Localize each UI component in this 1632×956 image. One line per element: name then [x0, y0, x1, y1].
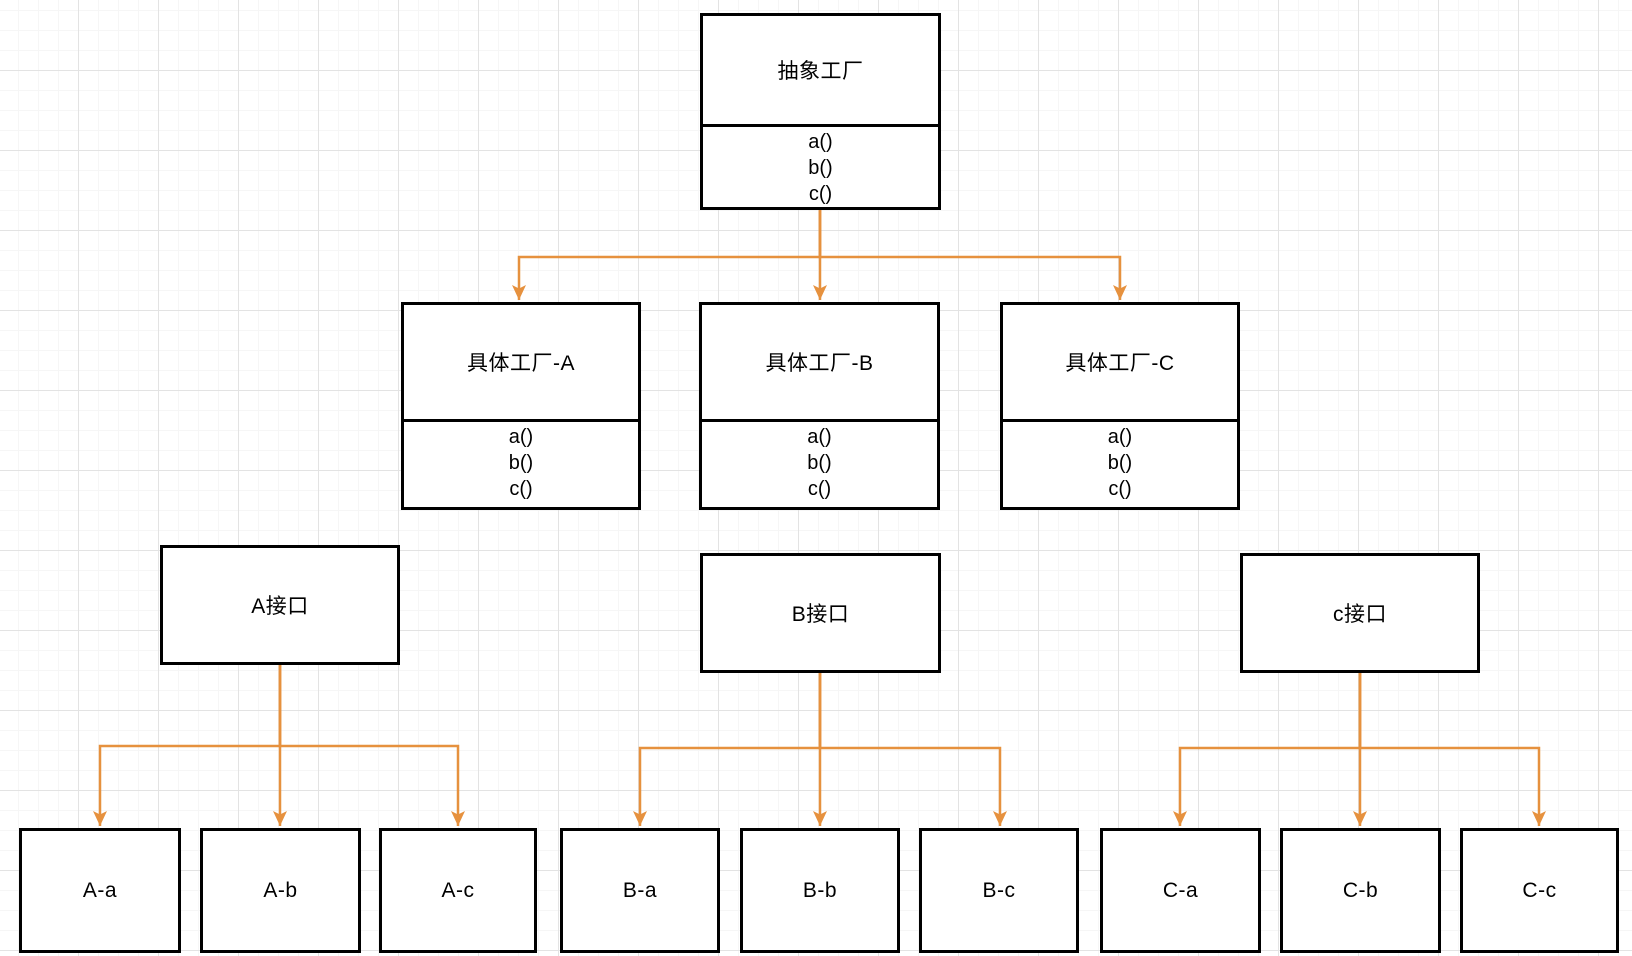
node-factory-a-methods: a() b() c()	[404, 422, 638, 507]
node-interface-b[interactable]: B接口	[700, 553, 941, 673]
edge-interface-c-to-cc	[1358, 673, 1546, 826]
node-product-b-a[interactable]: B-a	[560, 828, 720, 953]
edge-interface-b-to-ba	[633, 673, 822, 826]
method-label: a()	[807, 426, 832, 448]
node-factory-c-label: 具体工厂-C	[1003, 305, 1237, 422]
node-product-b-b[interactable]: B-b	[740, 828, 900, 953]
node-product-label: A-b	[263, 878, 298, 902]
node-factory-a[interactable]: 具体工厂-A a() b() c()	[401, 302, 641, 510]
node-product-label: B-c	[982, 878, 1016, 902]
node-product-c-b[interactable]: C-b	[1280, 828, 1441, 953]
node-interface-a-label: A接口	[251, 595, 309, 618]
node-product-a-c[interactable]: A-c	[379, 828, 537, 953]
node-product-label: A-a	[82, 878, 118, 902]
node-product-label: C-a	[1162, 878, 1199, 902]
node-interface-b-label: B接口	[791, 603, 850, 626]
method-label: c()	[808, 183, 833, 205]
method-label: b()	[808, 157, 833, 179]
method-label: c()	[509, 478, 533, 500]
node-abstract-factory-methods: a() b() c()	[703, 127, 938, 207]
node-factory-c-methods: a() b() c()	[1003, 422, 1237, 507]
node-product-c-c[interactable]: C-c	[1460, 828, 1619, 953]
edge-interface-a-to-aa	[93, 665, 282, 826]
node-factory-b-label: 具体工厂-B	[702, 305, 937, 422]
node-product-label: C-c	[1522, 878, 1557, 902]
node-factory-c[interactable]: 具体工厂-C a() b() c()	[1000, 302, 1240, 510]
node-factory-b[interactable]: 具体工厂-B a() b() c()	[699, 302, 940, 510]
node-factory-a-label: 具体工厂-A	[404, 305, 638, 422]
node-interface-a[interactable]: A接口	[160, 545, 400, 665]
edge-interface-a-to-ac	[278, 665, 465, 826]
node-product-a-a[interactable]: A-a	[19, 828, 181, 953]
method-label: a()	[808, 131, 833, 153]
method-label: c()	[1108, 478, 1132, 500]
node-interface-c-label: c接口	[1333, 603, 1387, 626]
node-product-a-b[interactable]: A-b	[200, 828, 361, 953]
edge-abstract-to-factory-c	[818, 210, 1127, 300]
node-product-label: C-b	[1342, 878, 1379, 902]
method-label: b()	[508, 452, 534, 474]
method-label: b()	[807, 452, 832, 474]
node-factory-b-methods: a() b() c()	[702, 422, 937, 507]
node-product-label: B-a	[622, 878, 658, 902]
node-product-c-a[interactable]: C-a	[1100, 828, 1261, 953]
node-abstract-factory[interactable]: 抽象工厂 a() b() c()	[700, 13, 941, 210]
node-product-b-c[interactable]: B-c	[919, 828, 1079, 953]
method-label: a()	[1107, 426, 1133, 448]
edge-interface-b-to-bc	[818, 673, 1007, 826]
node-interface-c[interactable]: c接口	[1240, 553, 1480, 673]
node-product-label: B-b	[802, 878, 838, 902]
method-label: b()	[1107, 452, 1133, 474]
edge-abstract-to-factory-a	[512, 210, 822, 300]
node-abstract-factory-label: 抽象工厂	[703, 16, 938, 127]
method-label: a()	[508, 426, 534, 448]
edge-interface-c-to-ca	[1173, 673, 1362, 826]
method-label: c()	[807, 478, 832, 500]
node-product-label: A-c	[441, 878, 475, 902]
